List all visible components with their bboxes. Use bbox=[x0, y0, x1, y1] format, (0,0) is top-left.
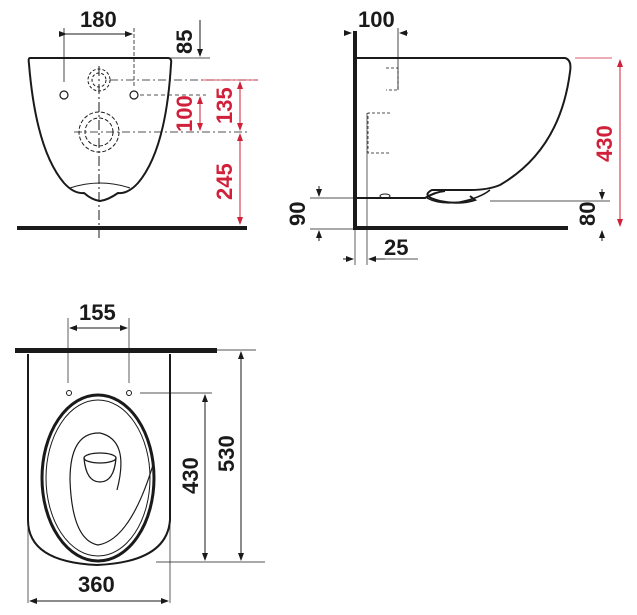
floor-line bbox=[17, 226, 247, 230]
dim-430-top: 430 bbox=[178, 457, 203, 494]
wall-line bbox=[353, 31, 357, 229]
dim-85: 85 bbox=[172, 30, 197, 54]
bolt-hole-icon bbox=[66, 390, 72, 396]
dim-135: 135 bbox=[212, 87, 237, 124]
floor-line-side bbox=[353, 226, 568, 230]
bolt-hole-icon bbox=[129, 90, 139, 100]
dim-100: 100 bbox=[172, 95, 197, 132]
dim-90: 90 bbox=[285, 202, 310, 226]
bowl-side-outline bbox=[357, 57, 572, 204]
dim-25: 25 bbox=[384, 235, 408, 260]
dim-80: 80 bbox=[575, 202, 600, 226]
dim-245: 245 bbox=[212, 163, 237, 200]
dim-155: 155 bbox=[79, 300, 116, 325]
dim-530: 530 bbox=[214, 435, 239, 472]
dim-180: 180 bbox=[80, 7, 117, 32]
front-view: 180 85 100 135 245 bbox=[17, 7, 258, 240]
dim-430-side: 430 bbox=[592, 125, 617, 162]
bowl-top-outline bbox=[27, 354, 171, 567]
dim-100-side: 100 bbox=[358, 7, 395, 32]
top-view: 155 430 530 360 bbox=[15, 300, 265, 604]
dim-360: 360 bbox=[78, 572, 115, 597]
bolt-hole-icon bbox=[126, 390, 132, 396]
seat-ring bbox=[40, 393, 156, 563]
bolt-hole-icon bbox=[59, 90, 69, 100]
side-view: 100 430 90 80 25 bbox=[285, 7, 623, 265]
bowl-front-outline bbox=[27, 57, 173, 203]
wall-line-top bbox=[15, 348, 217, 353]
